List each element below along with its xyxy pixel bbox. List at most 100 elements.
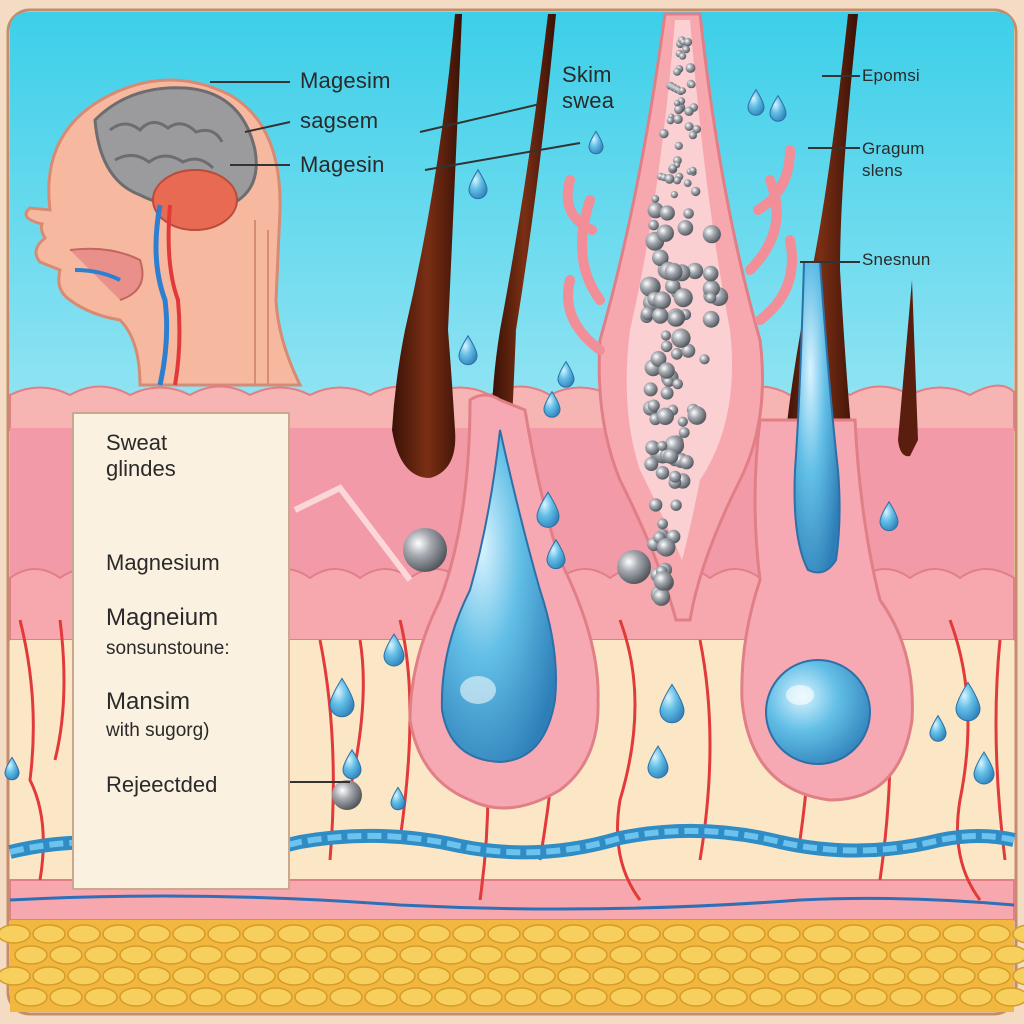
sweat-drop-icon (557, 360, 575, 388)
label-sagsem: sagsem (300, 108, 379, 133)
magnesium-particle (678, 427, 690, 438)
fat-cell (662, 924, 696, 944)
magnesium-particle (648, 219, 659, 231)
magnesium-particle (679, 455, 694, 470)
magnesium-particle (683, 179, 692, 188)
fat-cell (452, 966, 486, 986)
magnesium-ball (332, 780, 362, 810)
label-swea: swea (562, 88, 615, 113)
fat-cell (907, 924, 941, 944)
magnesium-particle (702, 225, 721, 244)
panel-rejected: Rejeectded (106, 772, 218, 797)
fat-cell (539, 945, 573, 965)
fat-cell (259, 945, 293, 965)
fat-cell (802, 924, 836, 944)
sweat-drop-icon (546, 538, 566, 570)
sweat-drop-icon (468, 168, 488, 200)
fat-cell (644, 945, 678, 965)
fat-cell (207, 924, 241, 944)
magnesium-particle (673, 114, 683, 124)
sweat-gland-left (408, 393, 600, 810)
magnesium-particle (684, 122, 694, 131)
magnesium-particle (674, 104, 684, 115)
magnesium-particle (651, 195, 660, 203)
fat-cell (84, 945, 118, 965)
panel-with-sugorg: with sugorg) (106, 720, 210, 741)
fat-cell (819, 987, 853, 1007)
magnesium-particle (686, 262, 704, 280)
fat-cell (399, 945, 433, 965)
sweat-drop-icon (543, 390, 561, 418)
fat-cell (487, 924, 521, 944)
fat-cell (207, 966, 241, 986)
magnesium-particle (668, 310, 684, 326)
magnesium-particle (699, 354, 710, 365)
sweat-drop-icon (458, 334, 478, 366)
fat-cell (837, 924, 871, 944)
fat-cell (382, 924, 416, 944)
fat-cell (784, 987, 818, 1007)
sweat-drop-icon (342, 748, 362, 780)
magnesium-particle (653, 291, 671, 310)
panel-magnesium: Magnesium (106, 550, 220, 575)
magnesium-particle (663, 376, 674, 388)
magnesium-particle (681, 343, 696, 358)
fat-cell (924, 987, 958, 1007)
fat-cell (1012, 966, 1024, 986)
fat-cell (714, 945, 748, 965)
fat-cell (67, 966, 101, 986)
fat-cell (504, 987, 538, 1007)
magnesium-particle (688, 81, 696, 89)
magnesium-particle (669, 470, 682, 483)
fat-cell (697, 966, 731, 986)
fat-cell (329, 987, 363, 1007)
fat-cell (329, 945, 363, 965)
fat-cell (627, 966, 661, 986)
fat-cell (312, 924, 346, 944)
fat-cell (697, 924, 731, 944)
fat-cell (434, 945, 468, 965)
fat-cell (434, 987, 468, 1007)
fat-cell (277, 924, 311, 944)
magnesium-particle (657, 440, 668, 451)
fat-cell (399, 987, 433, 1007)
magnesium-particle (679, 52, 687, 60)
magnesium-particle (652, 588, 671, 606)
magnesium-particle (659, 128, 669, 139)
fat-cell (609, 945, 643, 965)
fat-cell (592, 924, 626, 944)
fat-cell (662, 966, 696, 986)
magnesium-particle (656, 224, 674, 242)
magnesium-particle (644, 457, 659, 471)
magnesium-particle (652, 307, 669, 324)
fat-cell (294, 945, 328, 965)
fat-cell (732, 966, 766, 986)
magnesium-particle (643, 382, 658, 397)
fat-cell (382, 966, 416, 986)
subcutaneous-fat-layer (0, 920, 1024, 1012)
magnesium-particle (682, 45, 690, 54)
fat-cell (749, 945, 783, 965)
fat-cell (504, 945, 538, 965)
legend-panel: Sweat glindes Magnesium Magneium sonsuns… (72, 412, 290, 890)
fat-cell (32, 924, 66, 944)
sweat-drop-icon (383, 633, 405, 667)
fat-cell (854, 945, 888, 965)
magnesium-particle (655, 466, 670, 480)
fat-cell (557, 966, 591, 986)
magnesium-particle (660, 330, 672, 341)
magnesium-particle (660, 340, 673, 353)
fat-cell (942, 924, 976, 944)
fat-cell (259, 987, 293, 1007)
magnesium-particle (664, 174, 675, 184)
fat-cell (119, 987, 153, 1007)
fat-cell (364, 945, 398, 965)
fat-cell (557, 924, 591, 944)
magnesium-particle (657, 518, 668, 530)
fat-cell (994, 987, 1024, 1007)
magnesium-particle (705, 292, 717, 304)
magnesium-particle (673, 67, 682, 76)
panel-sonsunstoune: sonsunstoune: (106, 638, 230, 659)
magnesium-particle (674, 141, 683, 150)
magnesium-particle (685, 63, 696, 73)
